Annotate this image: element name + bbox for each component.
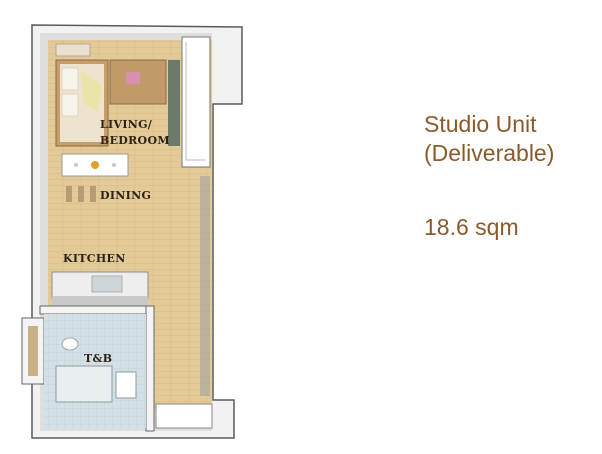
bathroom xyxy=(44,314,146,428)
kitchen-counter xyxy=(51,271,149,306)
bed xyxy=(55,59,109,147)
unit-title-line1: Studio Unit xyxy=(424,111,537,137)
bedroom-label: BEDROOM xyxy=(100,134,170,147)
window-bay xyxy=(181,36,211,168)
sofa xyxy=(55,43,180,146)
entry-door xyxy=(155,176,213,429)
bath-label: T&B xyxy=(84,352,112,365)
unit-area: 18.6 sqm xyxy=(424,214,519,240)
cabinet xyxy=(109,59,167,105)
living-label: LIVING/ xyxy=(100,118,153,131)
dining-table xyxy=(61,153,129,202)
kitchen-label: KITCHEN xyxy=(63,252,126,265)
dining-label: DINING xyxy=(100,189,151,202)
unit-title-line2: (Deliverable) xyxy=(424,140,555,166)
